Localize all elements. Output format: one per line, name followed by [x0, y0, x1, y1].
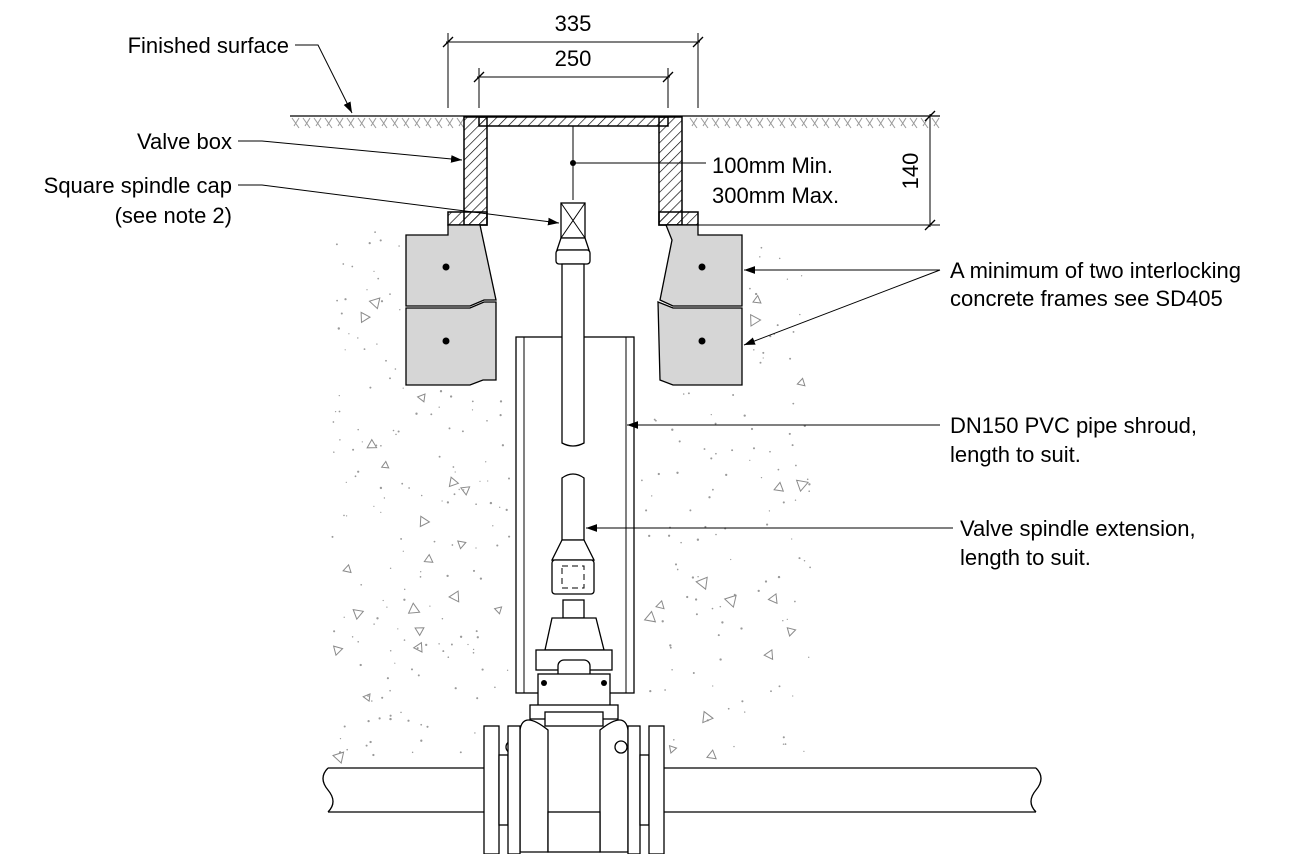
flange-right-gasket: [639, 754, 650, 826]
label-finished-surface: Finished surface: [128, 33, 353, 114]
spindle-cap-label-line2: (see note 2): [115, 203, 232, 228]
frame-dowel-4: [698, 337, 706, 345]
spindle-rod-lower: [561, 473, 585, 541]
depth-max-label: 300mm Max.: [712, 183, 839, 208]
dimension-outer-width-label: 335: [555, 11, 592, 36]
finished-surface-label: Finished surface: [128, 33, 289, 58]
shroud-label-line1: DN150 PVC pipe shroud,: [950, 413, 1197, 438]
spindle-rod-upper: [561, 263, 585, 447]
dimension-inner-width: 250: [473, 46, 674, 108]
spindle-extension: [550, 202, 596, 619]
frame-dowel-2: [442, 337, 450, 345]
valve-box-left-flange: [447, 211, 488, 226]
frame-dowel-1: [442, 263, 450, 271]
frame-dowel-3: [698, 263, 706, 271]
dimension-inner-width-label: 250: [555, 46, 592, 71]
label-spindle-cap: Square spindle cap (see note 2): [44, 173, 560, 228]
ground-surface: [290, 115, 940, 129]
dimension-outer-width: 335: [442, 11, 704, 108]
valve-box-right-wall: [658, 116, 683, 226]
valve-box-lid: [478, 116, 669, 127]
flange-left-inner: [507, 725, 521, 854]
label-pvc-shroud: DN150 PVC pipe shroud, length to suit.: [627, 413, 1197, 467]
shroud-label-line2: length to suit.: [950, 442, 1081, 467]
dimension-box-height-label: 140: [898, 153, 923, 190]
depth-min-label: 100mm Min.: [712, 153, 833, 178]
flange-left-gasket: [498, 754, 509, 826]
frame-left-top: [405, 224, 497, 307]
dimension-box-height: 140: [683, 110, 940, 231]
extension-label-line2: length to suit.: [960, 545, 1091, 570]
valve-box-left-wall: [463, 116, 488, 226]
frames-label-line2: concrete frames see SD405: [950, 286, 1223, 311]
label-valve-box: Valve box: [137, 129, 463, 163]
valve-box: [447, 116, 699, 226]
flange-left-outer: [483, 725, 500, 854]
frames-label-line1: A minimum of two interlocking: [950, 258, 1241, 283]
earth-hatching: [291, 117, 940, 129]
gate-valve: [483, 617, 665, 854]
spindle-coupling: [551, 559, 595, 595]
valve-box-label: Valve box: [137, 129, 232, 154]
extension-label-line1: Valve spindle extension,: [960, 516, 1196, 541]
label-concrete-frames: A minimum of two interlocking concrete f…: [743, 258, 1241, 346]
valve-box-right-flange: [658, 211, 699, 226]
spindle-cap-label-line1: Square spindle cap: [44, 173, 232, 198]
concrete-frames: [405, 224, 743, 386]
label-spindle-extension: Valve spindle extension, length to suit.: [586, 516, 1196, 570]
backfill-aggregate: [331, 231, 811, 764]
depth-leader: 100mm Min. 300mm Max.: [570, 126, 839, 208]
frame-left-bottom: [405, 301, 497, 386]
flange-right-inner: [627, 725, 641, 854]
main-pipeline: [322, 767, 1042, 813]
flange-right-outer: [648, 725, 665, 854]
